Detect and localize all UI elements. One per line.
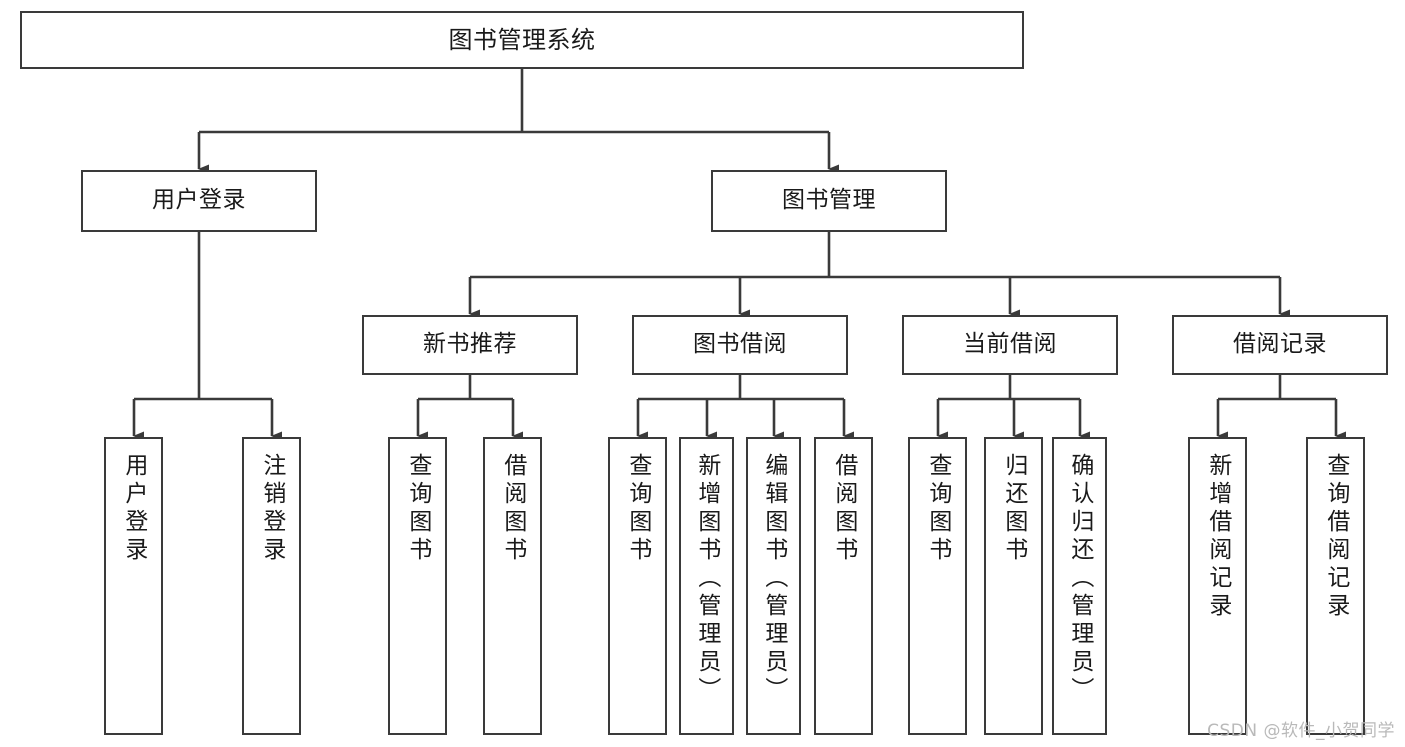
node-label: 编辑图书（管理员） [760, 453, 787, 705]
node-label: 用户登录 [152, 187, 246, 214]
node-label: 查询借阅记录 [1322, 453, 1349, 621]
node-return-book[interactable]: 归还图书 [984, 437, 1043, 735]
node-label: 新书推荐 [423, 331, 517, 358]
node-borrow-book-2[interactable]: 借阅图书 [814, 437, 873, 735]
node-label: 图书管理系统 [448, 25, 596, 54]
node-label: 用户登录 [120, 453, 147, 565]
node-query-book-1[interactable]: 查询图书 [388, 437, 447, 735]
node-add-borrow-record[interactable]: 新增借阅记录 [1188, 437, 1247, 735]
node-label: 借阅图书 [499, 453, 526, 565]
node-label: 当前借阅 [963, 331, 1057, 358]
node-root-book-management-system[interactable]: 图书管理系统 [20, 11, 1024, 69]
node-add-book-admin[interactable]: 新增图书（管理员） [679, 437, 734, 735]
node-borrow-book-1[interactable]: 借阅图书 [483, 437, 542, 735]
node-label: 新增图书（管理员） [693, 453, 720, 705]
node-label: 归还图书 [1000, 453, 1027, 565]
node-borrow-record[interactable]: 借阅记录 [1172, 315, 1388, 375]
node-edit-book-admin[interactable]: 编辑图书（管理员） [746, 437, 801, 735]
node-label: 查询图书 [404, 453, 431, 565]
node-new-book-recommend[interactable]: 新书推荐 [362, 315, 578, 375]
node-label: 借阅图书 [830, 453, 857, 565]
node-label: 图书借阅 [693, 331, 787, 358]
node-label: 新增借阅记录 [1204, 453, 1231, 621]
node-query-book-2[interactable]: 查询图书 [608, 437, 667, 735]
node-user-login-leaf[interactable]: 用户登录 [104, 437, 163, 735]
watermark-csdn: CSDN @软件_小贺同学 [1207, 721, 1395, 741]
node-query-book-3[interactable]: 查询图书 [908, 437, 967, 735]
node-label: 查询图书 [924, 453, 951, 565]
node-label: 借阅记录 [1233, 331, 1327, 358]
node-label: 图书管理 [782, 187, 876, 214]
node-label: 确认归还（管理员） [1066, 453, 1093, 705]
node-book-borrow[interactable]: 图书借阅 [632, 315, 848, 375]
node-confirm-return-admin[interactable]: 确认归还（管理员） [1052, 437, 1107, 735]
node-label: 注销登录 [258, 453, 285, 565]
node-label: 查询图书 [624, 453, 651, 565]
node-query-borrow-record[interactable]: 查询借阅记录 [1306, 437, 1365, 735]
node-book-management[interactable]: 图书管理 [711, 170, 947, 232]
node-logout-leaf[interactable]: 注销登录 [242, 437, 301, 735]
node-user-login[interactable]: 用户登录 [81, 170, 317, 232]
node-current-borrow[interactable]: 当前借阅 [902, 315, 1118, 375]
